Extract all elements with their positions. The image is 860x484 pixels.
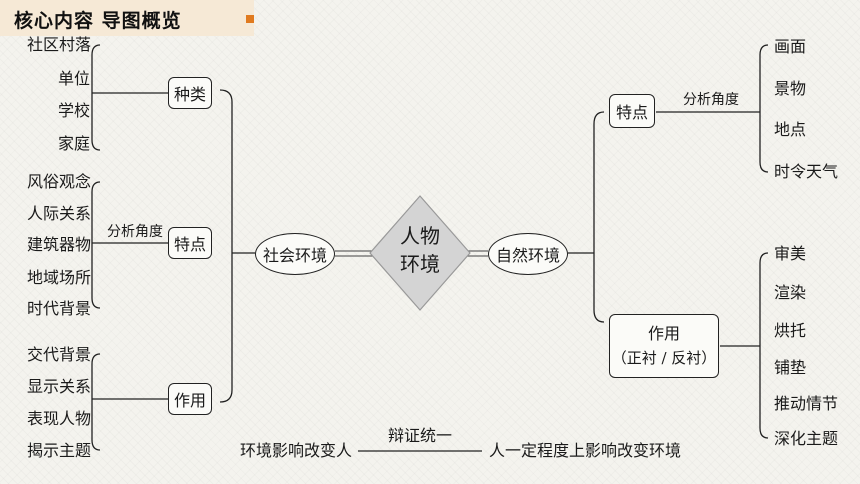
social-functions-box: 作用: [168, 383, 212, 415]
bottom-middle-text: 辩证统一: [388, 426, 453, 445]
natural-features-box: 特点: [609, 94, 655, 128]
functions-item-3: 表现人物: [27, 409, 92, 428]
natural-functions-label: 作用: [647, 324, 680, 343]
center-line-1: 人物: [400, 224, 440, 248]
features-item-5: 时代背景: [27, 299, 92, 318]
natural-environment-node: 自然环境: [488, 233, 568, 275]
natural-features-item-1: 画面: [774, 37, 807, 56]
bottom-right-text: 人一定程度上影响改变环境: [489, 441, 682, 460]
natural-functions-item-6: 深化主题: [774, 429, 839, 448]
natural-features-item-4: 时令天气: [774, 162, 839, 181]
natural-functions-box: 作用 （正衬 / 反衬）: [609, 314, 719, 378]
center-line-2: 环境: [400, 252, 440, 276]
natural-functions-item-4: 铺垫: [774, 358, 807, 377]
functions-item-4: 揭示主题: [27, 441, 92, 460]
natural-functions-item-2: 渲染: [774, 283, 807, 302]
features-item-3: 建筑器物: [27, 235, 92, 254]
bottom-left-text: 环境影响改变人: [240, 441, 353, 460]
natural-features-item-3: 地点: [774, 120, 807, 139]
natural-functions-item-3: 烘托: [774, 321, 807, 340]
page-title: 核心内容 导图概览: [14, 10, 182, 32]
center-diamond: [369, 195, 471, 311]
social-features-box: 特点: [168, 227, 212, 259]
functions-item-2: 显示关系: [27, 377, 92, 396]
types-item-3: 学校: [58, 101, 91, 120]
natural-functions-item-5: 推动情节: [774, 394, 839, 413]
center-node: 人物 环境: [380, 222, 460, 278]
orange-square-icon: [246, 15, 254, 23]
types-item-2: 单位: [58, 69, 91, 88]
natural-features-item-2: 景物: [774, 79, 807, 98]
features-item-4: 地域场所: [27, 268, 92, 287]
features-item-1: 风俗观念: [27, 172, 92, 191]
types-item-1: 社区村落: [27, 35, 92, 54]
natural-functions-sublabel: （正衬 / 反衬）: [611, 349, 717, 367]
types-item-4: 家庭: [58, 134, 91, 153]
functions-item-1: 交代背景: [27, 345, 92, 364]
features-item-2: 人际关系: [27, 204, 92, 223]
social-angle-label: 分析角度: [107, 224, 163, 240]
header-banner: 核心内容 导图概览: [0, 0, 254, 36]
natural-angle-label: 分析角度: [683, 92, 739, 108]
social-environment-node: 社会环境: [255, 233, 335, 275]
types-box: 种类: [168, 77, 212, 109]
natural-functions-item-1: 审美: [774, 244, 807, 263]
